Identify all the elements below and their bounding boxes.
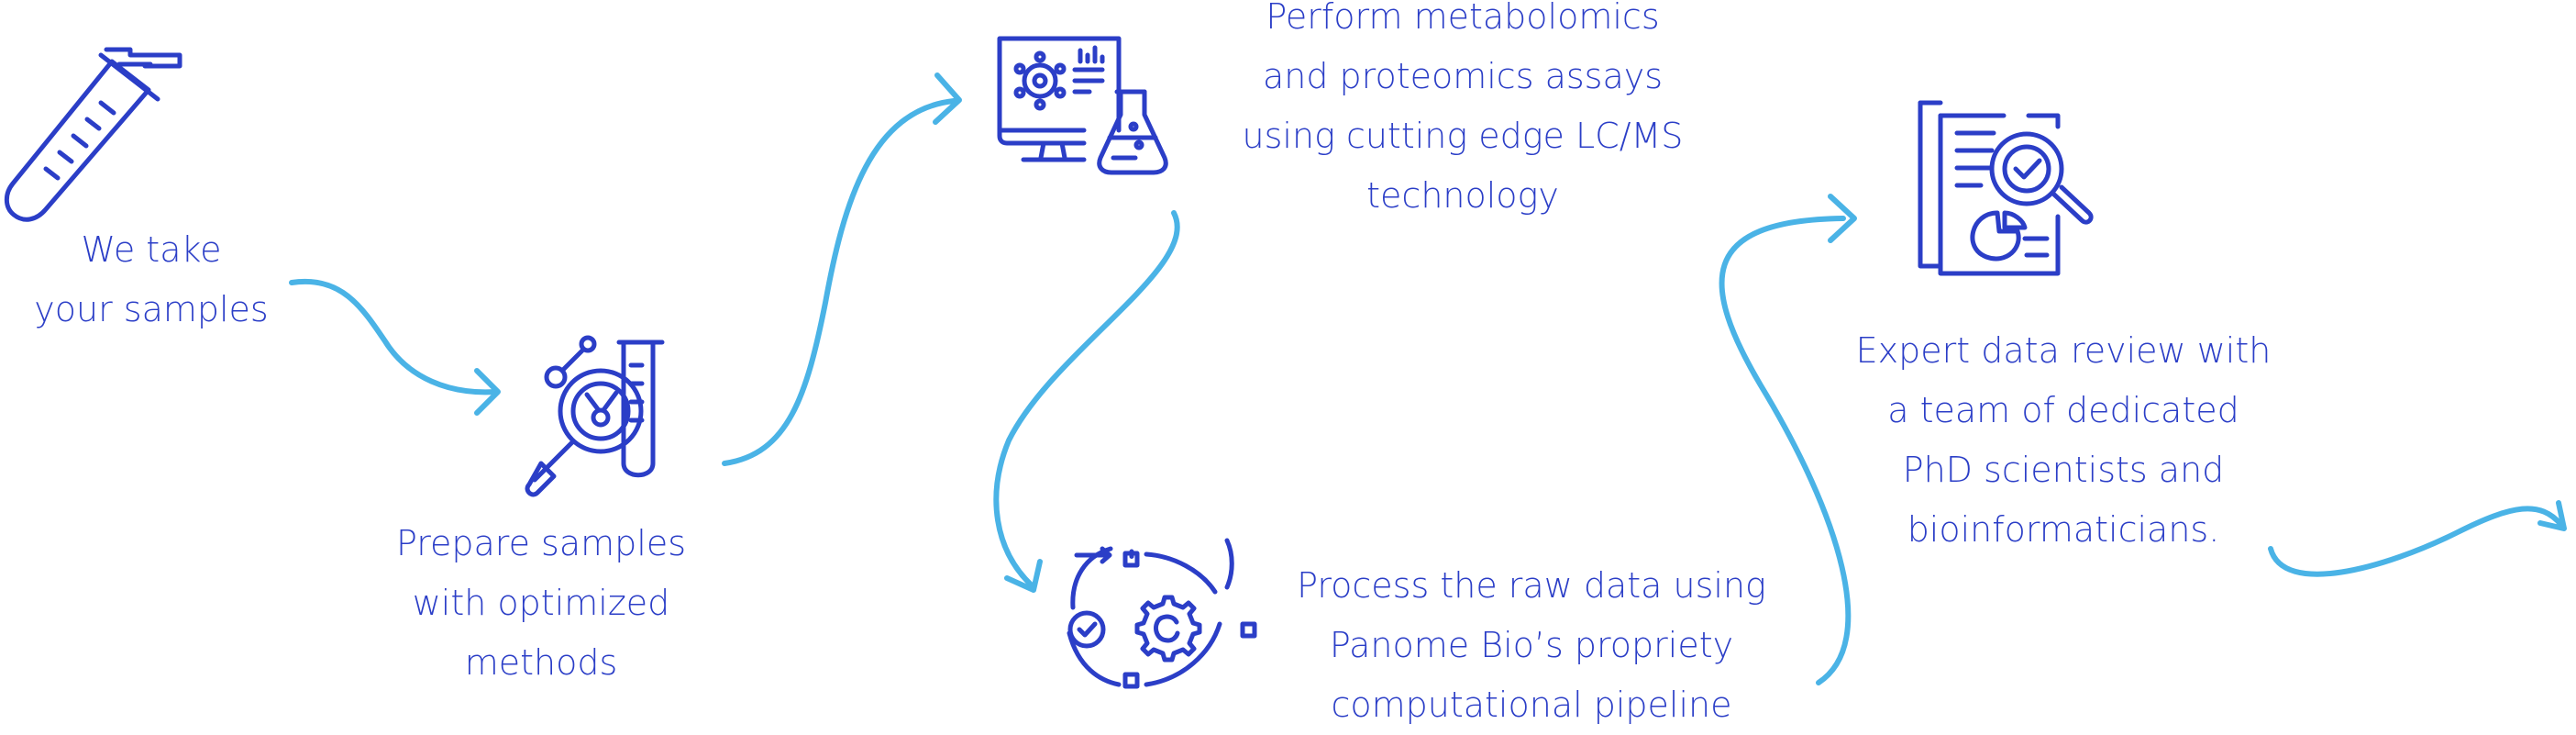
step-4-line-1: Process the raw data using — [1297, 565, 1766, 606]
step-4-caption: Process the raw data using Panome Bio’s … — [1247, 556, 1816, 735]
step-2-line-3: methods — [464, 642, 618, 683]
sample-tube-icon — [4, 47, 182, 222]
step-5-line-4: bioinformaticians. — [1907, 509, 2220, 550]
step-5-caption: Expert data review with a team of dedica… — [1843, 321, 2283, 560]
step-2-line-1: Prepare samples — [395, 523, 687, 563]
step-3-line-3: using cutting edge LC/MS — [1242, 116, 1684, 156]
step-5-line-1: Expert data review with — [1855, 330, 2272, 371]
connector-arrow-5 — [2268, 500, 2567, 577]
step-3-caption: Perform metabolomics and proteomics assa… — [1192, 0, 1733, 226]
step-5-line-3: PhD scientists and — [1902, 450, 2225, 490]
step-3-line-2: and proteomics assays — [1262, 56, 1664, 96]
step-4-line-2: Panome Bio’s propriety — [1329, 625, 1734, 665]
step-1-caption: We take your samples — [0, 220, 303, 340]
step-1-line-2: your samples — [34, 289, 269, 329]
step-4-line-3: computational pipeline — [1331, 685, 1732, 725]
magnifier-test-tube-icon — [525, 335, 665, 497]
step-2-line-2: with optimized — [412, 583, 670, 623]
connector-arrow-1 — [289, 278, 501, 416]
document-review-icon — [1918, 100, 2094, 276]
step-1-line-1: We take — [81, 229, 222, 270]
monitor-flask-icon — [997, 36, 1168, 175]
connector-arrow-4 — [1719, 194, 1857, 685]
step-3-line-4: technology — [1366, 175, 1559, 216]
connector-arrow-3 — [993, 210, 1180, 593]
step-5-line-2: a team of dedicated — [1887, 390, 2239, 430]
gear-cycle-icon — [1067, 538, 1257, 689]
step-2-caption: Prepare samples with optimized methods — [348, 514, 734, 693]
step-3-line-1: Perform metabolomics — [1266, 0, 1660, 37]
connector-arrow-2 — [722, 72, 962, 466]
